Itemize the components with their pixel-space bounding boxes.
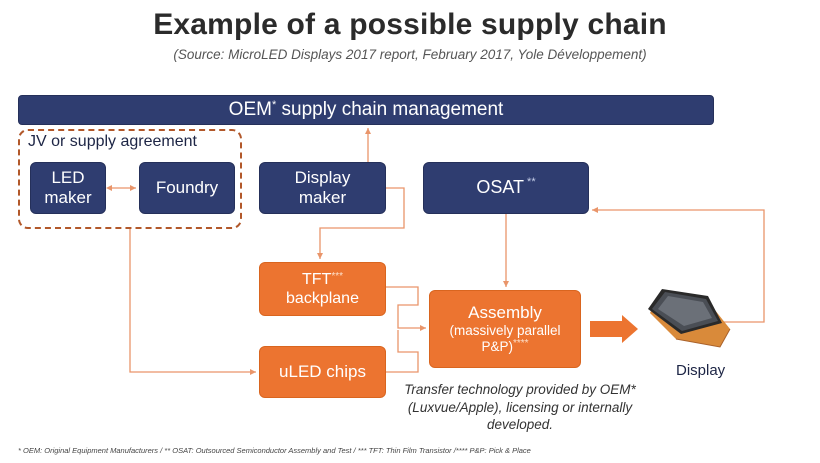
display-maker-line2: maker — [298, 188, 347, 207]
led-maker-box: LED maker — [30, 162, 106, 214]
uled-label: uLED chips — [279, 361, 366, 381]
page-title: Example of a possible supply chain — [153, 8, 667, 41]
osat-asterisks: ** — [527, 176, 536, 189]
display-to-tft-line — [317, 187, 405, 259]
osat-box: OSAT** — [423, 162, 589, 214]
led-maker-line1: LED — [51, 167, 85, 187]
oem-asterisk: * — [271, 99, 277, 112]
assembly-line1: Assembly — [468, 302, 542, 322]
led-to-uled-line — [129, 229, 256, 375]
transfer-technology-note: Transfer technology provided by OEM* (Lu… — [404, 382, 636, 433]
assembly-box: Assembly (massively parallel P&P)**** — [429, 290, 581, 368]
tft-line1: TFT — [301, 270, 332, 288]
tft-to-assembly-line — [386, 286, 426, 331]
oem-rest-label: supply chain management — [276, 98, 504, 120]
source-subtitle: (Source: MicroLED Displays 2017 report, … — [173, 47, 647, 62]
osat-label: OSAT — [476, 177, 525, 198]
tft-asterisks: *** — [331, 270, 343, 282]
display-to-osat-line — [592, 207, 765, 323]
uled-to-assembly-line — [386, 330, 419, 373]
lcd-display-panel-icon — [648, 289, 731, 348]
tft-line2: backplane — [286, 290, 359, 307]
display-maker-box: Display maker — [259, 162, 386, 214]
oem-supply-chain-bar: OEM* supply chain management — [18, 95, 714, 125]
uled-chips-box: uLED chips — [259, 346, 386, 398]
block-arrow-right-icon — [590, 315, 638, 343]
oem-label: OEM — [228, 98, 272, 120]
tft-backplane-box: TFT*** backplane — [259, 262, 386, 316]
assembly-asterisks: **** — [512, 338, 529, 350]
led-maker-line2: maker — [44, 188, 92, 207]
display-maker-line1: Display — [294, 167, 351, 187]
foundry-label: Foundry — [155, 177, 219, 197]
jv-agreement-group — [18, 129, 242, 229]
foundry-box: Foundry — [139, 162, 235, 214]
assembly-line2: (massively parallel — [449, 323, 561, 338]
display-label: Display — [676, 362, 726, 379]
abbreviations-footnote: * OEM: Original Equipment Manufacturers … — [18, 446, 531, 455]
jv-agreement-label: JV or supply agreement — [28, 133, 197, 150]
assembly-line3: P&P) — [481, 339, 513, 355]
